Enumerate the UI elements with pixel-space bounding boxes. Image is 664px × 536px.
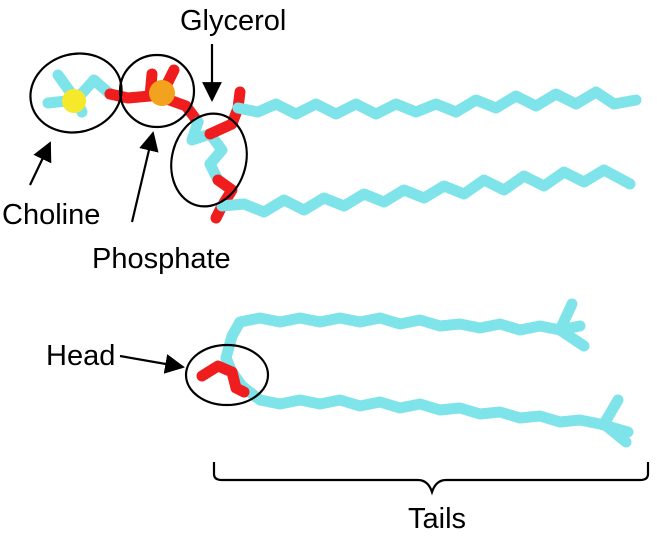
annotations: [29, 44, 650, 496]
simple-lipid-molecule: [196, 298, 634, 448]
phosphate-arrow: [130, 131, 159, 223]
head-arrow: [119, 354, 185, 374]
phospholipid-molecule: [42, 64, 642, 224]
phosphorus-atom: [149, 80, 175, 106]
phosphate-label: Phosphate: [92, 243, 231, 275]
head-oxygens: [196, 360, 250, 398]
lower-fatty-acid-tail: [216, 164, 636, 218]
tails-bracket: [212, 462, 650, 496]
choline-arrow: [29, 141, 52, 186]
upper-lipid-tail: [220, 312, 586, 364]
head-circle: [184, 343, 270, 407]
lower-lipid-tail: [236, 380, 634, 438]
head-group-atoms: [196, 352, 250, 398]
tails-label: Tails: [408, 503, 466, 535]
upper-fatty-acid-tail: [232, 86, 642, 120]
glycerol-label: Glycerol: [180, 5, 286, 37]
ester-oxygen-1: [204, 102, 244, 140]
phosphate-oxygen-1: [104, 88, 156, 104]
phosphate-circle: [118, 53, 196, 129]
lipid-tails: [220, 298, 634, 448]
lower-tail-branch-2: [598, 418, 632, 448]
choline-group: [42, 69, 116, 118]
phosphate-group: [104, 64, 204, 128]
choline-label: Choline: [2, 199, 100, 231]
head-label: Head: [46, 340, 115, 372]
nitrogen-atom: [62, 89, 86, 113]
glycerol-backbone: [186, 86, 246, 224]
glycerol-circle: [170, 112, 248, 208]
glycerol-carbon-chain: [186, 116, 228, 186]
upper-tail-branch-2: [554, 324, 590, 352]
phospholipid-tails: [216, 86, 642, 218]
